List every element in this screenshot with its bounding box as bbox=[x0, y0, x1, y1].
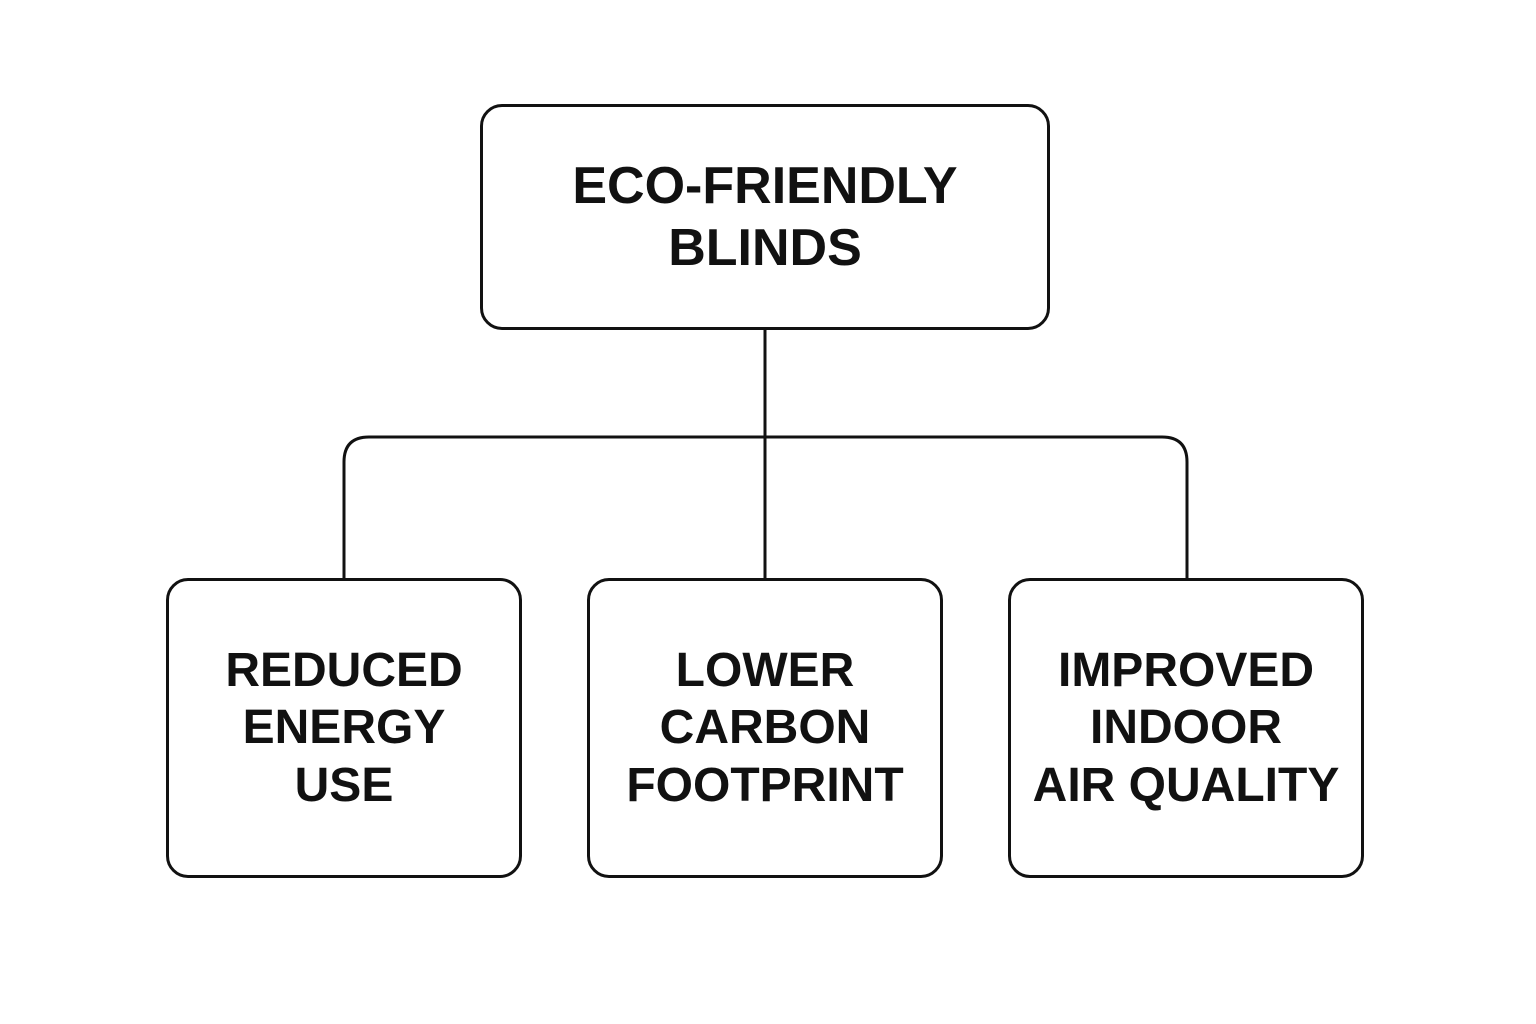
root-node-eco-friendly-blinds: ECO-FRIENDLY BLINDS bbox=[480, 104, 1050, 330]
connector-horizontal-bar bbox=[342, 435, 1189, 578]
child-1-label-line-2: ENERGY bbox=[242, 701, 446, 755]
child-node-reduced-energy-use: REDUCED ENERGY USE bbox=[166, 578, 522, 878]
root-label-line-1: ECO-FRIENDLY bbox=[572, 156, 958, 215]
child-node-label: IMPROVED INDOOR AIR QUALITY bbox=[1033, 642, 1340, 815]
child-3-label-line-3: AIR QUALITY bbox=[1032, 758, 1340, 812]
child-3-label-line-2: INDOOR bbox=[1090, 701, 1282, 755]
child-node-label: REDUCED ENERGY USE bbox=[225, 642, 462, 815]
child-2-label-line-2: CARBON bbox=[659, 701, 871, 755]
child-node-label: LOWER CARBON FOOTPRINT bbox=[626, 642, 903, 815]
child-1-label-line-1: REDUCED bbox=[225, 643, 463, 697]
root-node-label: ECO-FRIENDLY BLINDS bbox=[572, 155, 957, 280]
child-1-label-line-3: USE bbox=[294, 758, 394, 812]
child-node-improved-indoor-air-quality: IMPROVED INDOOR AIR QUALITY bbox=[1008, 578, 1364, 878]
child-node-lower-carbon-footprint: LOWER CARBON FOOTPRINT bbox=[587, 578, 943, 878]
child-2-label-line-3: FOOTPRINT bbox=[626, 758, 904, 812]
root-label-line-2: BLINDS bbox=[668, 219, 862, 277]
child-3-label-line-1: IMPROVED bbox=[1057, 643, 1315, 697]
child-2-label-line-1: LOWER bbox=[675, 643, 855, 697]
